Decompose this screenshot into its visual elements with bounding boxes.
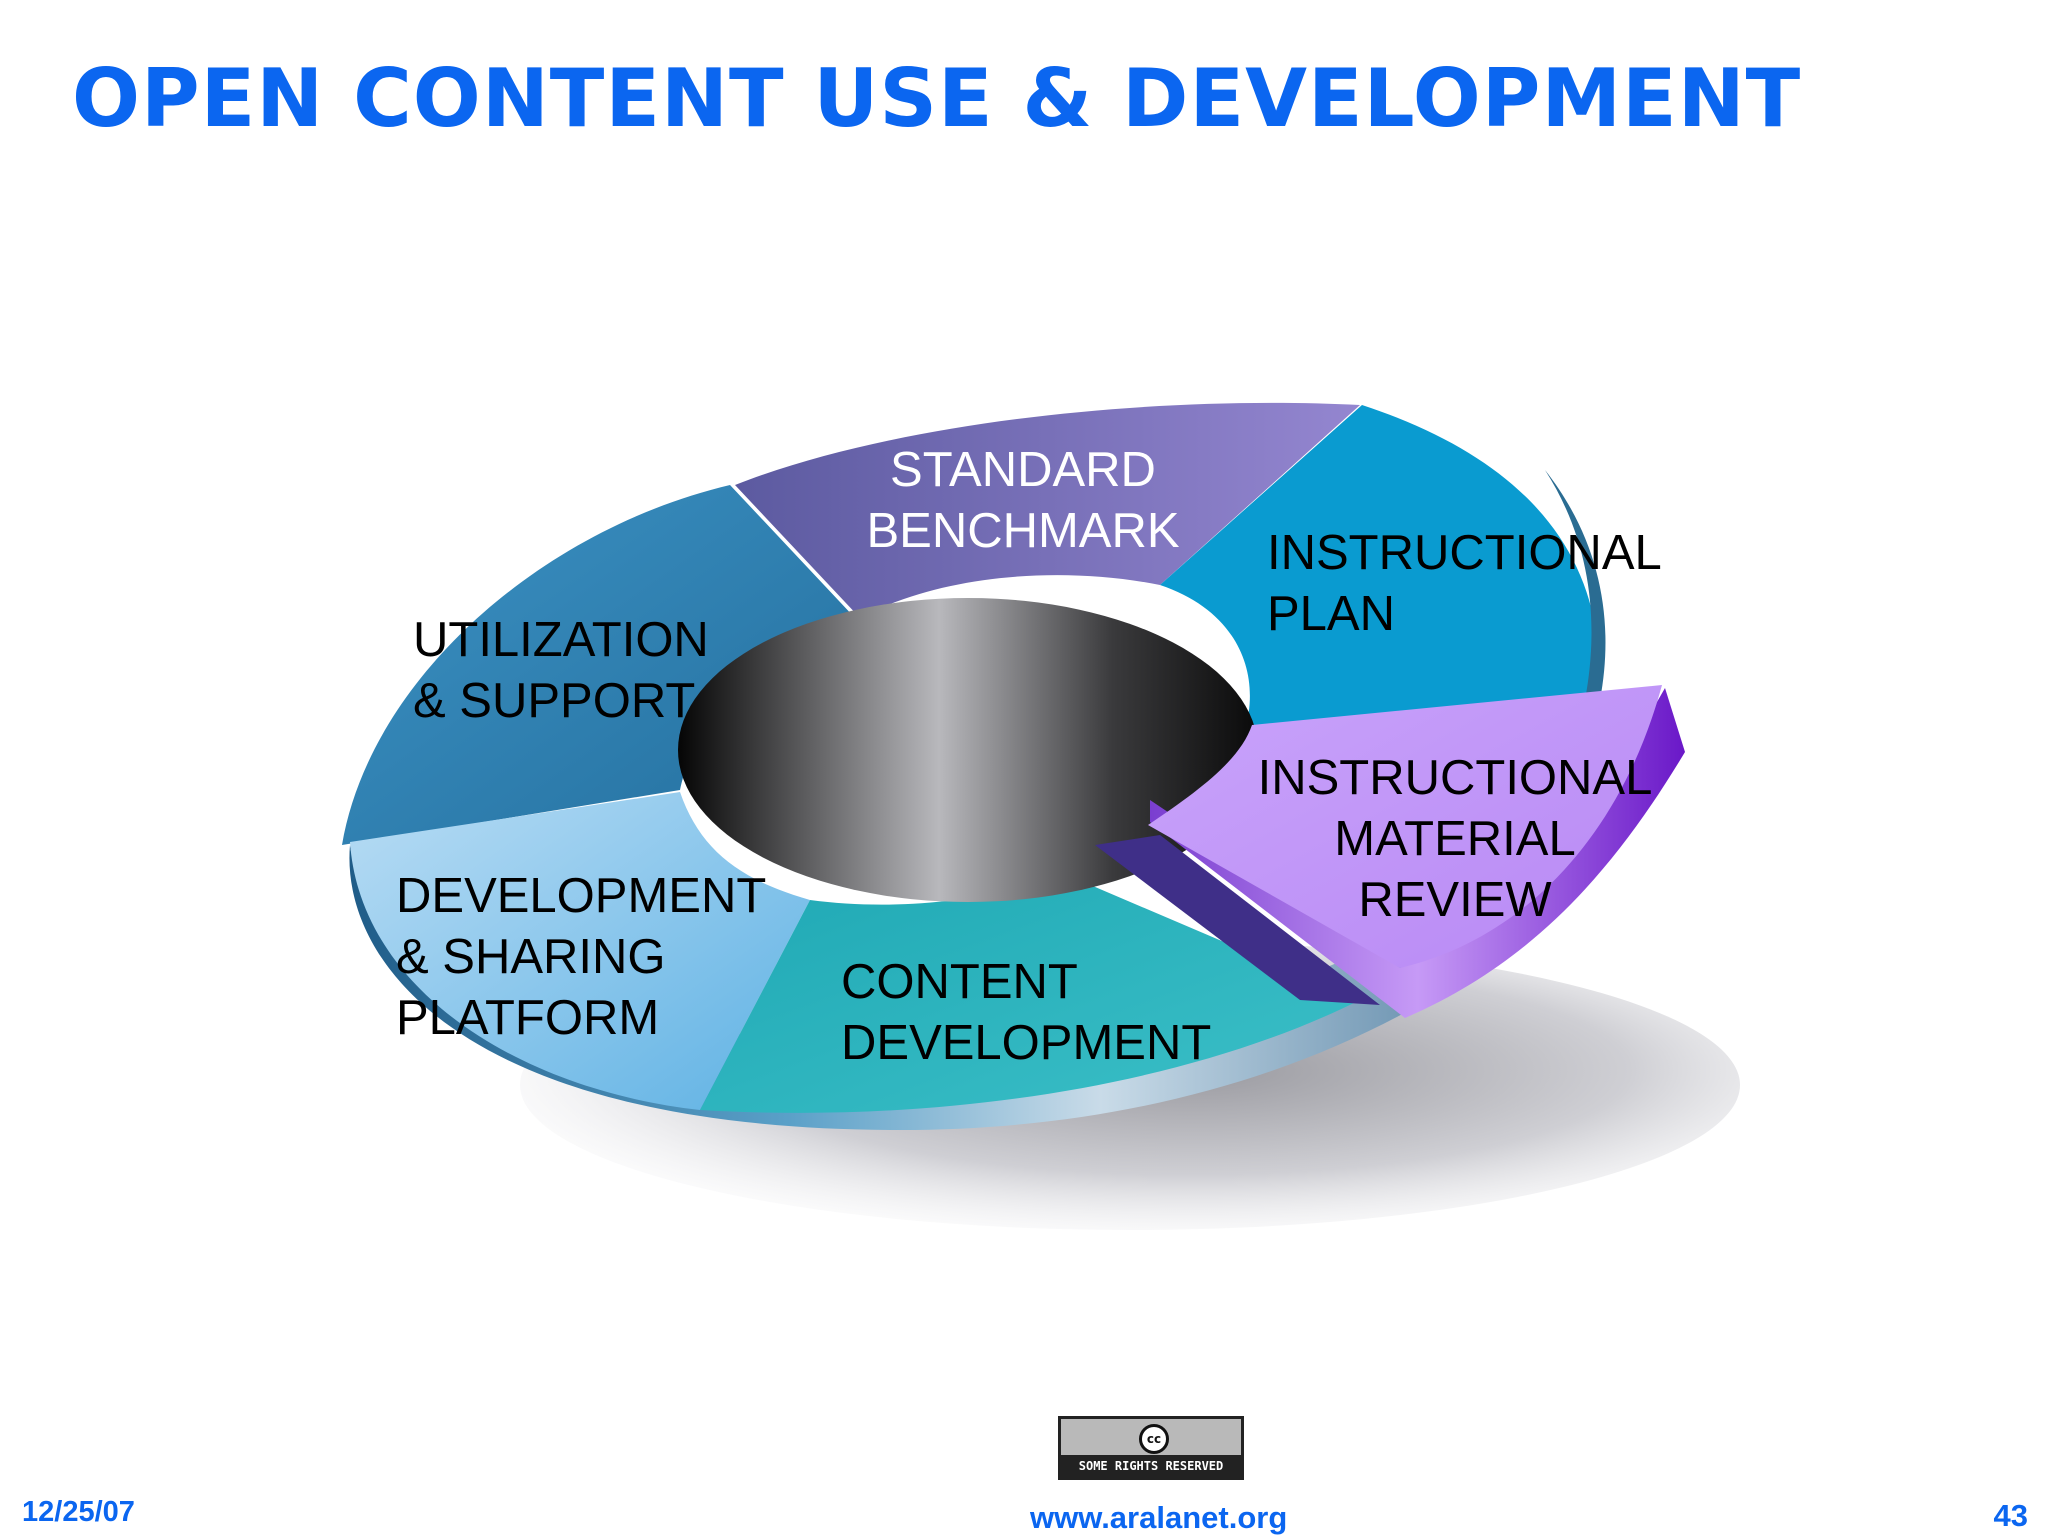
segment-content-development xyxy=(700,872,1360,1113)
page-number: 43 xyxy=(1993,1498,2028,1533)
slide-title: OPEN CONTENT USE & DEVELOPMENT xyxy=(72,52,1802,145)
segment-instructional-plan xyxy=(1160,405,1600,730)
cc-badge-text: SOME RIGHTS RESERVED xyxy=(1061,1455,1241,1477)
label-development-sharing-platform: DEVELOPMENT & SHARING PLATFORM xyxy=(396,869,767,1045)
label-standard-benchmark: STANDARD BENCHMARK xyxy=(866,443,1180,558)
footer-url[interactable]: www.aralanet.org xyxy=(1030,1500,1288,1535)
cc-logo-icon: cc xyxy=(1139,1424,1169,1454)
segment-standard-benchmark xyxy=(735,402,1360,618)
label-content-development: CONTENT DEVELOPMENT xyxy=(841,955,1212,1070)
review-wedge-under xyxy=(1095,835,1380,1005)
segment-utilization-support xyxy=(342,485,855,845)
cc-badge-top: cc xyxy=(1061,1419,1241,1457)
label-instructional-material-review: INSTRUCTIONAL MATERIAL REVIEW xyxy=(1257,751,1653,927)
cc-license-badge[interactable]: cc SOME RIGHTS RESERVED xyxy=(1058,1416,1244,1480)
label-instructional-plan: INSTRUCTIONAL PLAN xyxy=(1267,526,1662,641)
footer-date: 12/25/07 xyxy=(22,1496,135,1528)
segment-instructional-material-review xyxy=(1148,685,1662,968)
center-hole xyxy=(678,598,1258,902)
segment-development-sharing-platform xyxy=(350,792,810,1110)
instructional-plan-side xyxy=(1545,470,1606,700)
label-utilization-support: UTILIZATION & SUPPORT xyxy=(413,613,709,728)
